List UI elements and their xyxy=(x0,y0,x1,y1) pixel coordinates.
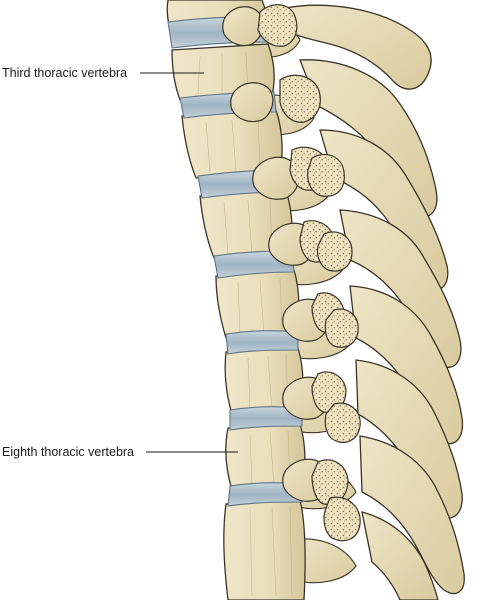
facet-1a xyxy=(222,6,264,47)
facet-2b xyxy=(279,74,321,123)
spinous-process-t4 xyxy=(339,209,462,368)
spinous-process-t8 xyxy=(361,511,439,600)
label-text-third: Third thoracic vertebra xyxy=(2,66,127,80)
facet-3c xyxy=(307,153,345,197)
label-third-thoracic-vertebra: Third thoracic vertebra xyxy=(2,66,204,80)
facet-2a xyxy=(230,82,274,123)
label-text-eighth: Eighth thoracic vertebra xyxy=(2,445,134,459)
disc-6 xyxy=(229,406,303,431)
spinous-process-t1 xyxy=(281,4,432,90)
facet-1b xyxy=(257,4,298,47)
disc-5 xyxy=(225,330,299,355)
facet-5c xyxy=(324,308,359,348)
facet-7c xyxy=(323,496,361,542)
articular-facets xyxy=(222,4,361,542)
facet-6c xyxy=(324,402,361,443)
facet-3a xyxy=(252,156,300,200)
label-eighth-thoracic-vertebra: Eighth thoracic vertebra xyxy=(2,445,238,459)
posterior-processes xyxy=(281,4,465,600)
pedicle-8 xyxy=(293,538,357,584)
vertebral-body-t8 xyxy=(223,499,306,600)
spinous-process-t7 xyxy=(359,435,465,595)
facet-4c xyxy=(316,231,353,272)
